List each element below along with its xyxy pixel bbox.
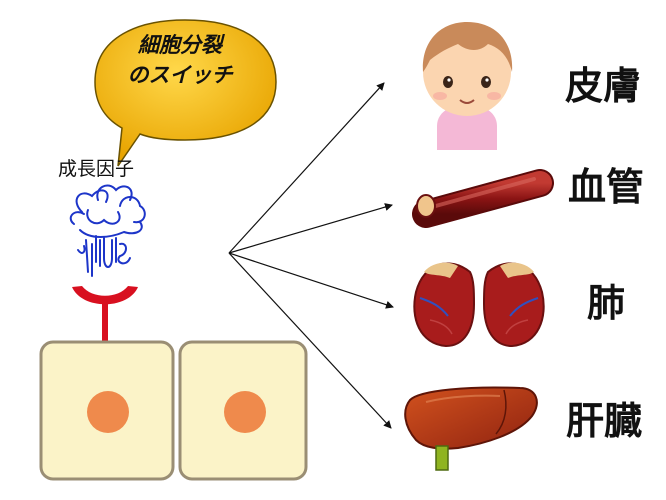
bubble-line-1: 細胞分裂 — [138, 33, 222, 57]
bubble-line-2: のスイッチ — [127, 63, 233, 87]
blood-vessel-icon — [412, 169, 554, 228]
arrow-to-vessel — [228, 203, 393, 254]
bubble-text: 細胞分裂 のスイッチ — [100, 30, 260, 90]
arrow-to-skin — [228, 82, 385, 254]
arrows — [228, 82, 394, 429]
nucleus-right — [224, 391, 266, 433]
target-label-lung: 肺 — [587, 281, 626, 325]
arrow-to-liver — [228, 252, 392, 429]
liver-icon — [404, 386, 538, 471]
speech-bubble — [94, 19, 277, 167]
cell-left — [39, 340, 175, 481]
cell-right — [178, 340, 308, 481]
nucleus-left — [87, 391, 129, 433]
target-label-vessel: 血管 — [568, 165, 645, 209]
lungs-icon — [413, 262, 545, 348]
growth-factor-protein-icon — [69, 184, 146, 277]
arrow-to-lung — [228, 252, 394, 309]
target-label-liver: 肝臓 — [566, 399, 643, 443]
target-label-skin: 皮膚 — [565, 64, 642, 108]
growth-factor-label: 成長因子 — [58, 158, 135, 180]
baby-face-icon — [422, 22, 513, 150]
